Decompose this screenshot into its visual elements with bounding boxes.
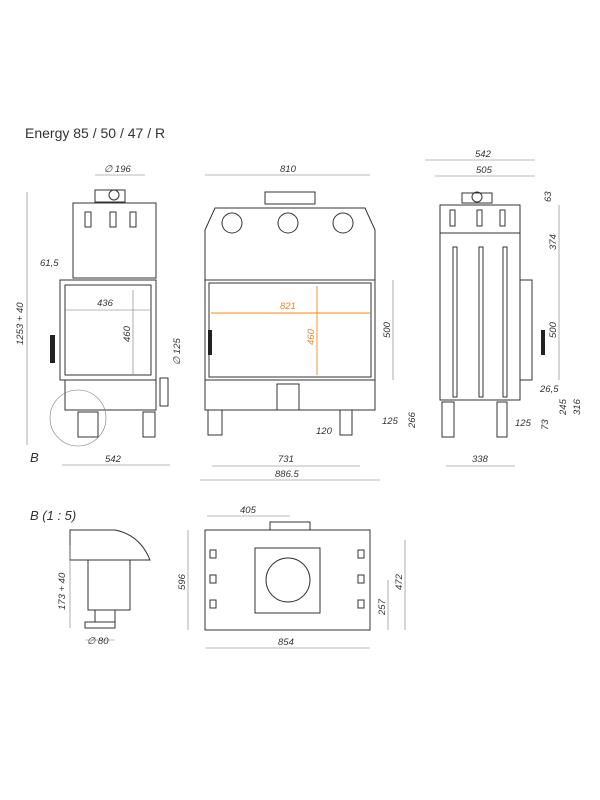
dim-foot-diameter: ∅ 80: [87, 636, 109, 647]
dim-mid: 257: [377, 598, 388, 616]
dim-offset: 61,5: [40, 258, 59, 269]
dim-opening-width: 821: [280, 301, 296, 312]
dim-foot: 125: [515, 418, 532, 429]
dim-door-height: 500: [382, 321, 393, 338]
dim-gap: 26,5: [539, 384, 559, 395]
dim-top-width: 854: [278, 637, 294, 648]
front-view: 810 821 460 500 120 125 266 731 886.5: [200, 164, 418, 481]
dim-foot-depth: 125: [382, 416, 399, 427]
dim-245: 245: [558, 398, 569, 416]
dim-inner: 472: [394, 573, 405, 590]
dim-right-feet-span: 338: [472, 454, 489, 465]
dim-total-height: 1253 + 40: [15, 302, 26, 345]
dim-door: 500: [548, 321, 559, 338]
dim-top-depth: 596: [177, 573, 188, 590]
top-view: 405 596 257 472 854: [177, 505, 406, 649]
dim-body-depth: 505: [476, 165, 493, 176]
detail-marker: B: [30, 450, 39, 465]
dim-upper: 374: [548, 234, 559, 250]
dim-glass-width: 436: [97, 298, 114, 309]
detail-title: B (1 : 5): [30, 508, 76, 523]
dim-feet-span: 731: [278, 454, 294, 465]
dim-base-height: 266: [407, 411, 418, 429]
dim-top: 63: [543, 191, 554, 202]
dim-depth: 542: [105, 454, 122, 465]
detail-view-b: 173 + 40 ∅ 80: [57, 529, 151, 647]
dim-leg-height: 173 + 40: [57, 572, 68, 610]
dim-73: 73: [540, 419, 551, 430]
dim-glass-height: 460: [122, 325, 133, 342]
right-side-view: 542 505 63 374 500 26,5 245 316 125 73 3…: [425, 149, 583, 467]
dim-316: 316: [572, 398, 583, 415]
left-side-view: ∅ 196 1253 + 40 61,5 436 460 ∅ 125 542 B: [15, 164, 183, 466]
dim-air-inlet: ∅ 125: [172, 338, 183, 365]
dim-side-depth: 542: [475, 149, 492, 160]
dim-flue-offset: 405: [240, 505, 257, 516]
dim-width: 810: [280, 164, 297, 175]
dim-total-width: 886.5: [275, 469, 299, 480]
drawing-title: Energy 85 / 50 / 47 / R: [25, 125, 165, 141]
dim-foot-offset: 120: [316, 426, 333, 437]
dim-opening-height: 460: [306, 328, 317, 345]
dim-flue-diameter: ∅ 196: [104, 164, 131, 175]
